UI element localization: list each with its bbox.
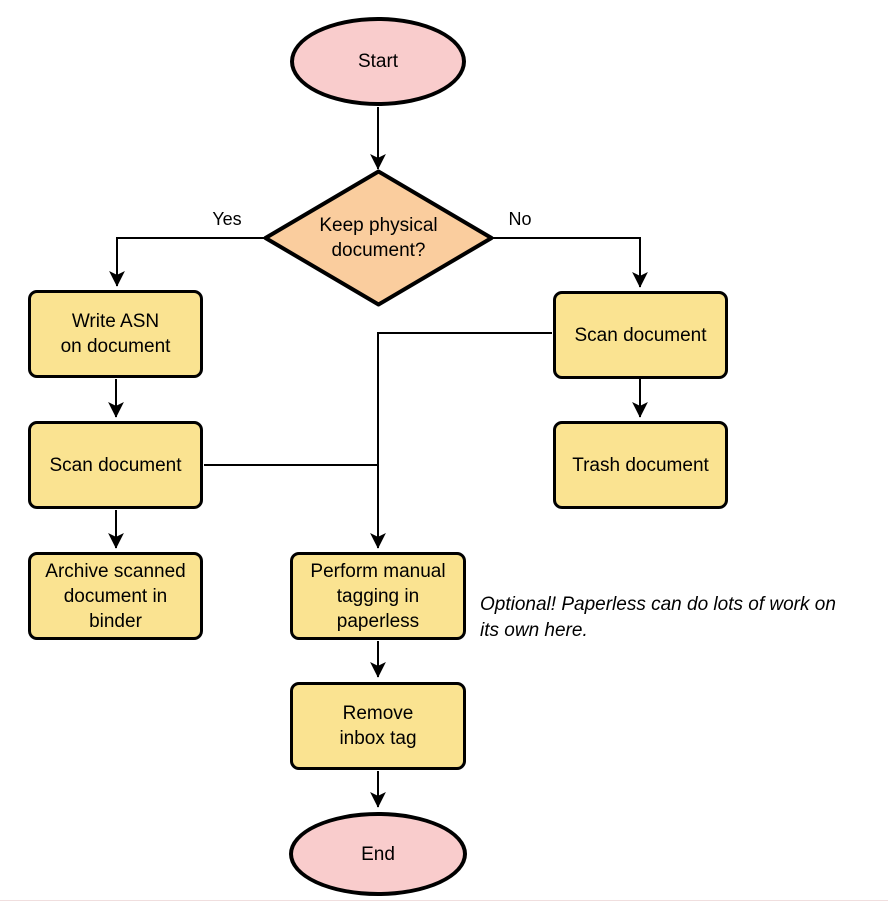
edge-scan-right-to-tagging <box>370 332 552 549</box>
node-trash-document: Trash document <box>553 421 728 509</box>
node-remove-inbox-tag: Remove inbox tag <box>290 682 466 770</box>
edge-label-no: No <box>508 209 532 229</box>
node-scan-document-left: Scan document <box>28 421 203 509</box>
node-end: End <box>289 812 467 896</box>
edge-decision-no-to-scan-right <box>490 237 648 288</box>
bottom-divider <box>0 900 888 901</box>
node-scan-document-right: Scan document <box>553 291 728 379</box>
node-archive-in-binder: Archive scanned document in binder <box>28 552 203 640</box>
decision-diamond-shape <box>263 169 494 307</box>
edge-decision-yes-to-write-asn <box>109 237 266 287</box>
node-decision: Keep physical document? <box>263 169 494 307</box>
node-write-asn: Write ASN on document <box>28 290 203 378</box>
node-start: Start <box>290 17 466 106</box>
decision-label: Keep physical document? <box>319 215 438 261</box>
optional-note: Optional! Paperless can do lots of work … <box>480 594 836 641</box>
node-manual-tagging: Perform manual tagging in paperless <box>290 552 466 640</box>
edge-label-yes: Yes <box>212 209 242 229</box>
